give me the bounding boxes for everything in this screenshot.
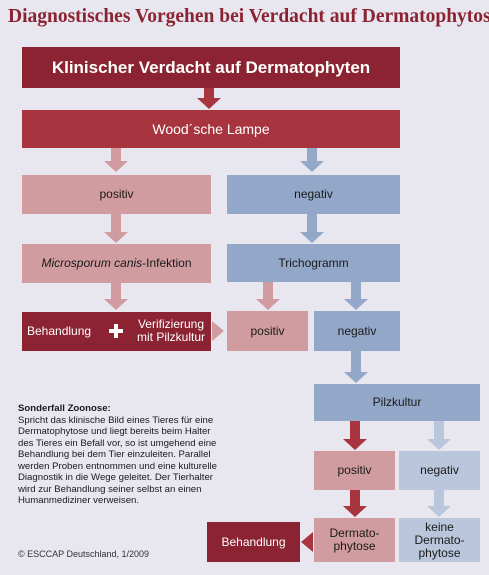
- node-woods-positive: positiv: [22, 175, 211, 214]
- arrow-suspicion-to-woods: [197, 87, 221, 109]
- node-dermatophytosis: Dermato- phytose: [314, 518, 395, 562]
- zoonosis-note-text: Spricht das klinische Bild eines Tieres …: [18, 414, 217, 507]
- microsporum-name: Microsporum canis: [41, 256, 143, 270]
- arrow-positive-to-dermatophytosis: [343, 490, 367, 517]
- arrow-positive-to-microsporum: [104, 214, 128, 243]
- infection-suffix: -Infektion: [142, 256, 192, 270]
- arrow-dermatophytosis-to-treatment: [301, 532, 313, 552]
- plus-icon: [108, 323, 124, 339]
- node-treatment-bottom: Behandlung: [207, 522, 300, 562]
- node-culture-positive: positiv: [314, 451, 395, 490]
- node-woods-negative: negativ: [227, 175, 400, 214]
- node-woods-lamp: Wood´sche Lampe: [22, 110, 400, 148]
- arrow-tricho-positive-to-verification: [212, 321, 224, 341]
- arrow-culture-to-negative: [427, 421, 451, 450]
- arrow-negative-to-no-dermatophytosis: [427, 490, 451, 517]
- node-trichogram: Trichogramm: [227, 244, 400, 282]
- arrow-trichogram-to-positive: [256, 282, 280, 310]
- arrow-culture-to-positive: [343, 421, 367, 450]
- verification-label: Verifizierung mit Pilzkultur: [136, 317, 205, 344]
- node-microsporum-infection: Microsporum canis-Infektion: [22, 244, 211, 283]
- node-treatment-verification: Behandlung Verifizierung mit Pilzkultur: [22, 312, 211, 351]
- treatment-label: Behandlung: [27, 324, 92, 338]
- node-tricho-negative: negativ: [314, 311, 400, 351]
- copyright: © ESCCAP Deutschland, 1/2009: [18, 549, 150, 559]
- arrow-microsporum-to-treatment: [104, 283, 128, 310]
- node-culture-negative: negativ: [399, 451, 480, 490]
- zoonosis-note: Sonderfall Zoonose: Spricht das klinisch…: [18, 403, 218, 507]
- zoonosis-note-title: Sonderfall Zoonose:: [18, 403, 111, 414]
- arrow-negative-to-trichogram: [300, 214, 324, 243]
- arrow-trichogram-to-negative: [344, 282, 368, 310]
- arrow-woods-to-negative: [300, 148, 324, 172]
- page-title: Diagnostisches Vorgehen bei Verdacht auf…: [8, 6, 489, 27]
- arrow-tricho-negative-to-culture: [344, 351, 368, 383]
- node-no-dermatophytosis: keine Dermato- phytose: [399, 518, 480, 562]
- node-fungal-culture: Pilzkultur: [314, 384, 480, 421]
- arrow-woods-to-positive: [104, 148, 128, 172]
- node-tricho-positive: positiv: [227, 311, 308, 351]
- node-clinical-suspicion: Klinischer Verdacht auf Dermatophyten: [22, 47, 400, 88]
